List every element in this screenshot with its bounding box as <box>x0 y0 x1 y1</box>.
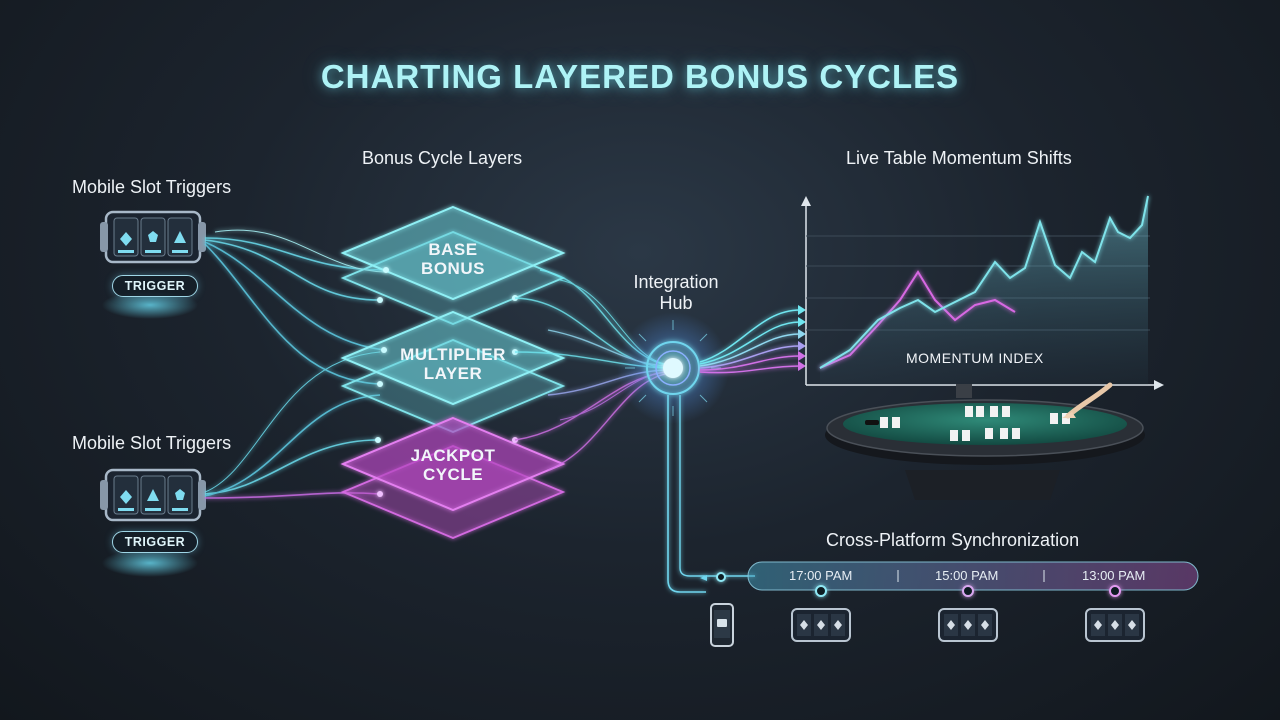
momentum-chart <box>801 195 1164 390</box>
layer-jackpot-line1: JACKPOT <box>410 446 496 465</box>
layer-jackpot-shape <box>340 416 566 539</box>
hub-orb-icon <box>617 312 729 424</box>
chart-arrow-heads <box>798 305 806 371</box>
hub-label-line1: Integration <box>633 272 719 292</box>
smartphone-icon <box>710 603 734 647</box>
sync-time-3: 13:00 PAM <box>1082 568 1146 583</box>
mini-slot-icon-2 <box>938 608 998 642</box>
sync-node-dots <box>716 572 1121 597</box>
layer-base-bonus-line2: BONUS <box>421 259 485 278</box>
sync-heading: Cross-Platform Synchronization <box>826 530 1080 550</box>
hub-label-line2: Hub <box>659 293 693 313</box>
poker-table-icon <box>825 382 1145 500</box>
hub-label: Integration Hub <box>616 272 736 314</box>
trigger-button-top[interactable]: TRIGGER <box>112 275 198 297</box>
mini-slot-icon-3 <box>1085 608 1145 642</box>
page-title: CHARTING LAYERED BONUS CYCLES <box>320 58 960 95</box>
trigger-label-top: Mobile Slot Triggers <box>72 177 232 197</box>
layer-jackpot-line2: CYCLE <box>422 465 484 484</box>
slot-machine-icon-top <box>100 210 206 319</box>
slot-machine-icon-bottom <box>100 468 206 577</box>
trigger-button-bottom[interactable]: TRIGGER <box>112 531 198 553</box>
sync-time-2: 15:00 PAM <box>935 568 999 583</box>
layer-jackpot: JACKPOT CYCLE <box>383 446 523 484</box>
layer-multiplier-line2: LAYER <box>423 364 483 383</box>
layer-multiplier: MULTIPLIER LAYER <box>373 345 533 383</box>
chart-flow-arrows <box>699 309 801 374</box>
layer-multiplier-line1: MULTIPLIER <box>400 345 506 364</box>
layer-base-bonus-shape <box>340 205 566 325</box>
momentum-index-label: MOMENTUM INDEX <box>906 350 1044 366</box>
sync-time-1: 17:00 PAM <box>789 568 853 583</box>
layer-multiplier-shape <box>340 310 566 433</box>
layers-heading: Bonus Cycle Layers <box>362 148 523 168</box>
sync-connector-lines <box>667 395 755 593</box>
momentum-heading: Live Table Momentum Shifts <box>846 148 1072 168</box>
trigger-label-bottom: Mobile Slot Triggers <box>72 433 232 453</box>
layer-base-bonus-line1: BASE <box>428 240 478 259</box>
mini-slot-icon-1 <box>791 608 851 642</box>
layer-base-bonus: BASE BONUS <box>383 240 523 278</box>
